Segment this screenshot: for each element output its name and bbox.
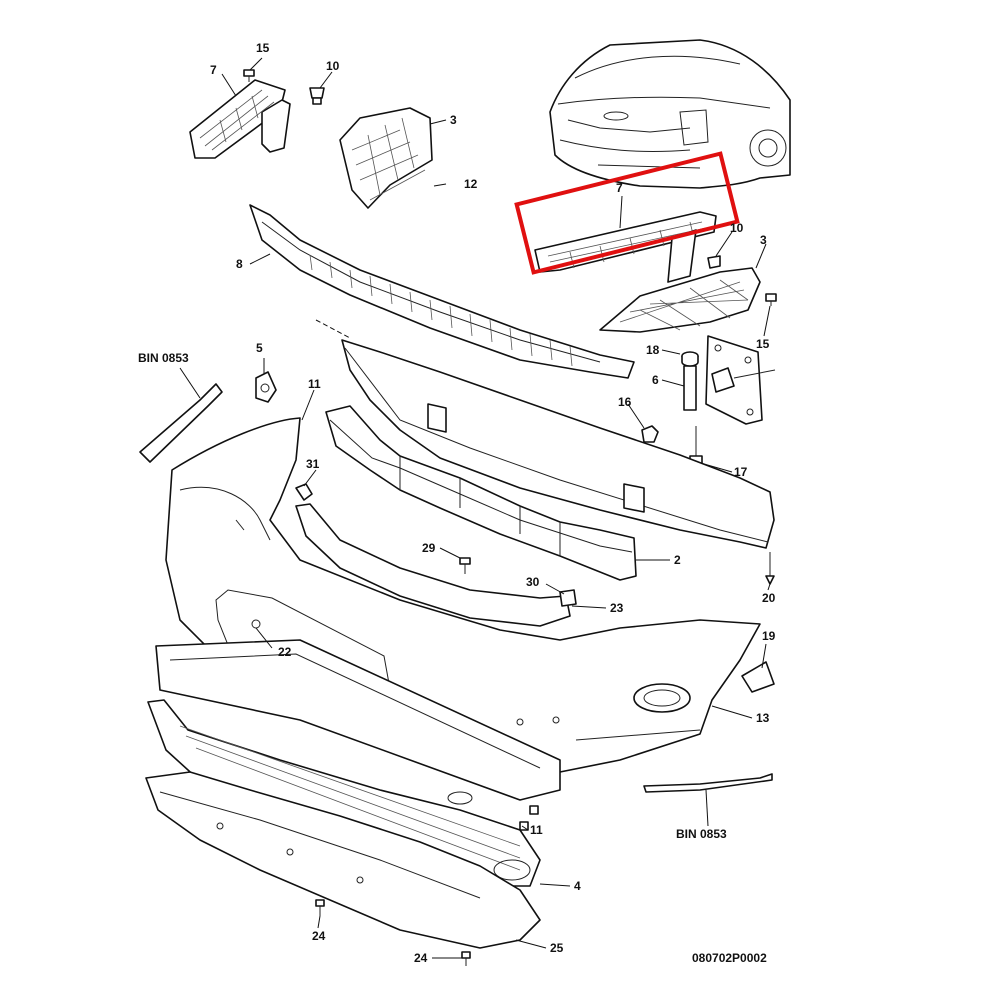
car-rear-view [549,39,791,189]
clip-10-right [707,255,721,269]
callout-18: 18 [646,343,660,357]
callout-30: 30 [526,575,540,589]
washer-18 [681,351,699,367]
callout-4: 4 [574,879,581,893]
bin-label-left: BIN 0853 [138,351,189,365]
callout-6: 6 [652,373,659,387]
part-25-undertray [145,771,541,949]
callout-11: 11 [308,377,321,391]
part-3-grille-bracket-top [339,107,433,209]
drawing-reference-code: 080702P0002 [692,951,767,965]
part-7-side-bracket-left [189,79,291,159]
part-19-sensor-bracket [741,661,775,693]
callout-8: 8 [236,257,243,271]
part-22-number-plate-panel [155,639,561,801]
part-3-grille-bracket-right [599,267,761,333]
callout-31: 31 [306,457,320,471]
clip-31 [295,483,313,501]
callout-labels: 15 7 10 3 12 8 7 10 3 15 18 6 16 17 20 5… [138,41,776,965]
part-6-mount-bracket [683,335,776,425]
part-2-foam-absorber [325,405,637,581]
callout-22: 22 [278,645,292,659]
callout-7-right: 7 [616,181,623,195]
callout-15: 15 [256,41,270,55]
screw-24-upper [315,899,325,916]
part-23-trim-strip [295,503,571,627]
callout-17: 17 [734,465,748,479]
callout-13: 13 [756,711,770,725]
screw-24-lower [461,951,471,966]
callout-10: 10 [326,59,340,73]
callout-29: 29 [422,541,436,555]
clip-10-top [309,87,325,105]
callout-25: 25 [550,941,564,955]
callout-19: 19 [762,629,776,643]
bolt-29 [459,557,471,574]
callout-20: 20 [762,591,776,605]
callout-3: 3 [450,113,457,127]
nut-16 [641,425,659,443]
callout-7: 7 [210,63,217,77]
screw-15-right [765,293,777,306]
callout-3-right: 3 [760,233,767,247]
callout-16: 16 [618,395,632,409]
bin-label-right: BIN 0853 [676,827,727,841]
fastener-20 [765,552,775,585]
callout-15-right: 15 [756,337,770,351]
screw-15-top-left [243,69,255,82]
callout-5: 5 [256,341,263,355]
left-trim-strip [139,383,223,463]
part-8-bumper-beam [249,204,635,379]
part-7-side-bracket-right [534,211,717,283]
callout-10-right: 10 [730,221,744,235]
highlight-box [514,151,740,275]
callout-2: 2 [674,553,681,567]
clip-30 [559,589,577,607]
leader-lines [179,57,771,959]
callout-11-lower: 11 [530,823,543,837]
right-trim-strip [643,773,773,793]
part-5-clip [255,371,277,403]
callout-24: 24 [312,929,326,943]
callout-23: 23 [610,601,624,615]
callout-12: 12 [464,177,478,191]
clip-11-lower [519,805,539,831]
energy-absorber [341,339,775,549]
callout-24-lower: 24 [414,951,428,965]
assembly-line [315,319,351,339]
